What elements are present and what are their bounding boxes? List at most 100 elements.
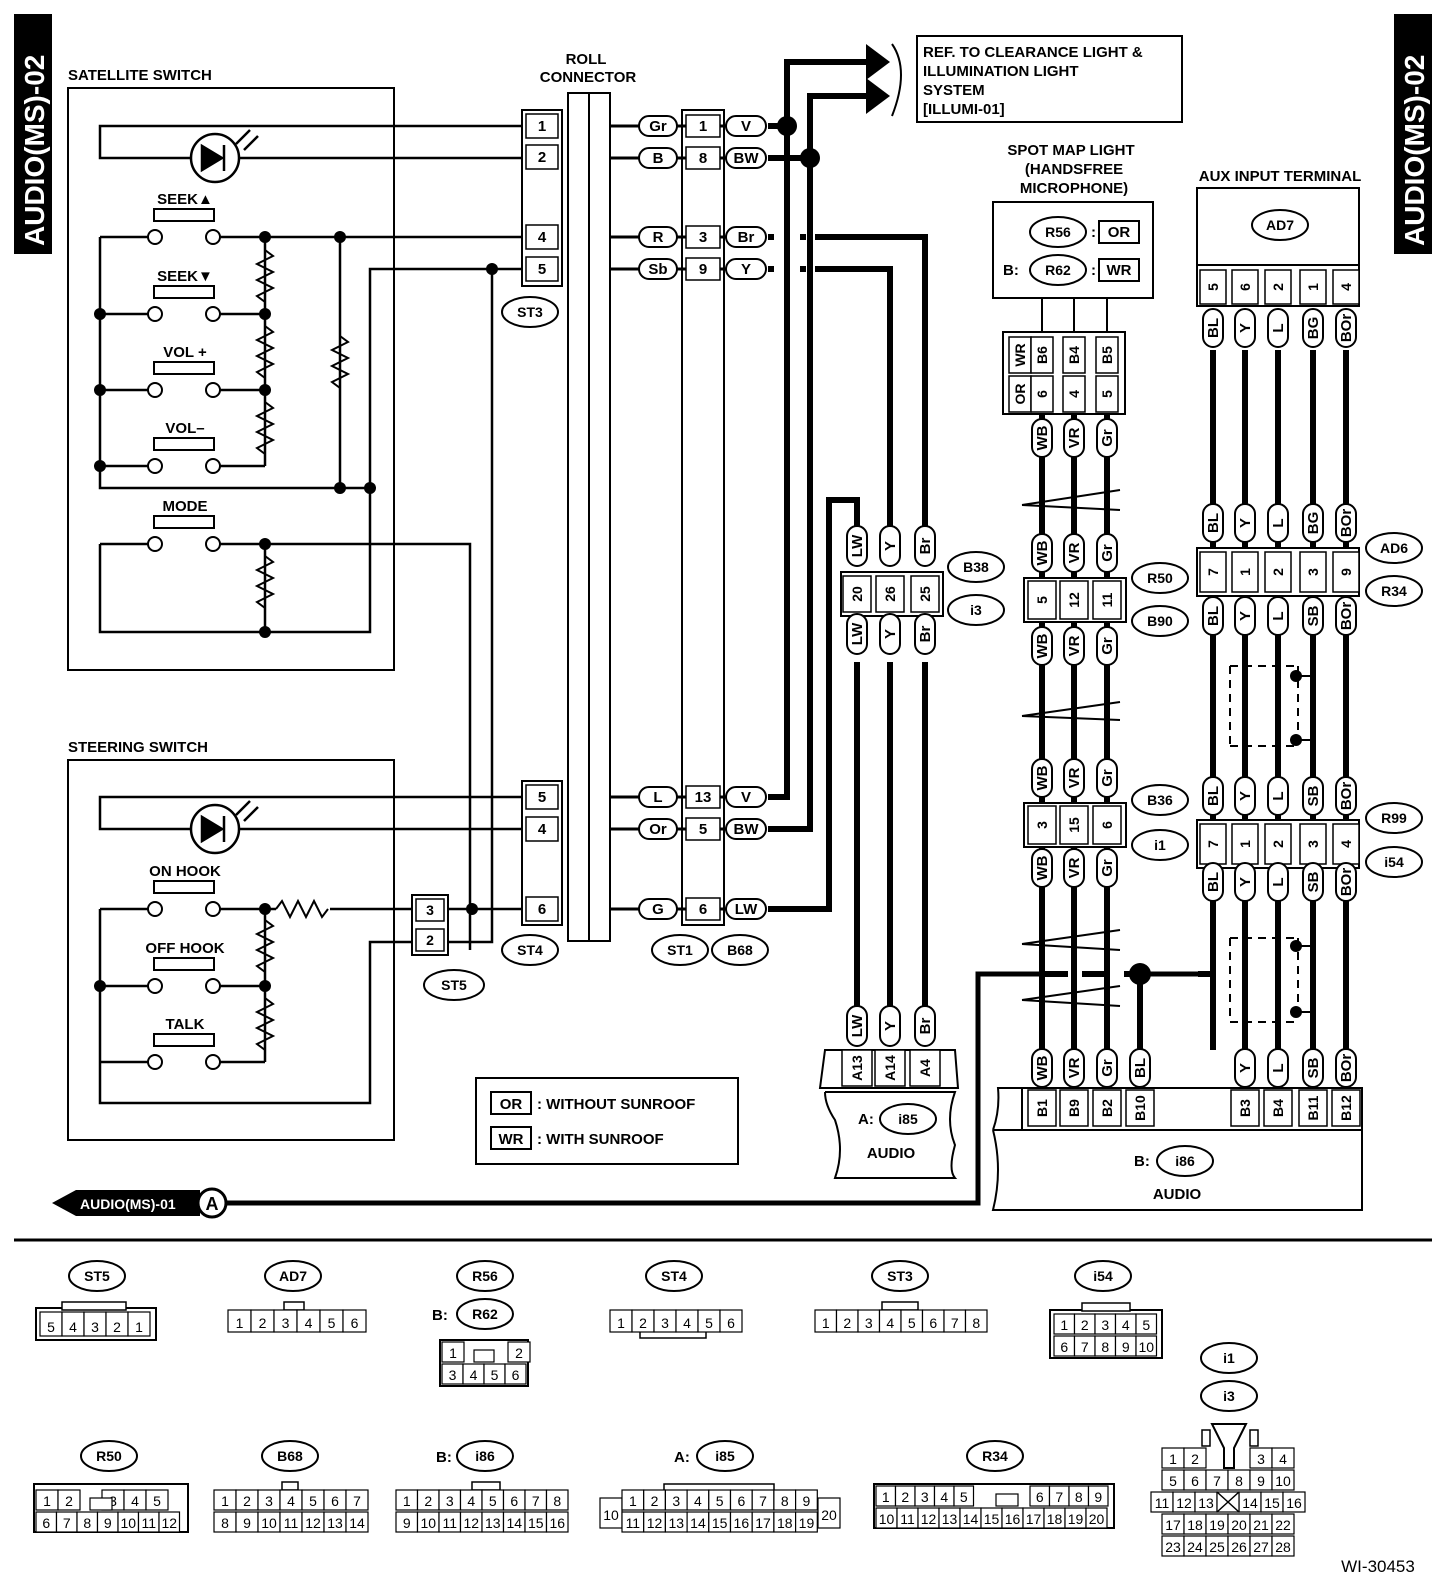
svg-text:BOr: BOr [1338, 1054, 1355, 1083]
face-pin: 8 [1094, 1335, 1117, 1357]
face-pin: 2 [631, 1309, 655, 1333]
svg-text:A:: A: [858, 1111, 874, 1128]
aux-wire-label: BOr [1335, 308, 1357, 348]
steering-switch-box [67, 759, 395, 1141]
svg-text:9: 9 [1257, 1473, 1265, 1489]
spot-map-light-pin: 6 [1030, 375, 1054, 413]
face-pin: 15 [524, 1511, 548, 1533]
face-pin: 13 [938, 1507, 961, 1529]
face-pin: 4 [462, 1363, 485, 1385]
svg-text:2: 2 [639, 1315, 647, 1331]
spot-map-light-pin: B5 [1095, 336, 1119, 374]
face-r50-label: R50 [80, 1440, 138, 1472]
roll-connector-title: ROLL [566, 51, 607, 68]
svg-text:2: 2 [113, 1319, 121, 1335]
svg-text:3: 3 [865, 1315, 873, 1331]
mic-wire-label: Gr [1096, 758, 1118, 798]
svg-text:SYSTEM: SYSTEM [923, 82, 985, 99]
face-pin: 8 [773, 1489, 797, 1511]
svg-text:12: 12 [305, 1515, 321, 1531]
st3-connector: 1 2 4 5 ST3 [501, 109, 563, 328]
svg-text:2: 2 [1081, 1317, 1089, 1333]
svg-text:ST3: ST3 [887, 1268, 913, 1284]
st1-pin: 3 [685, 225, 721, 249]
svg-text:OR: OR [1012, 384, 1028, 405]
svg-text:ST3: ST3 [517, 304, 543, 320]
face-pin: 25 [1205, 1535, 1229, 1557]
svg-text:5: 5 [699, 821, 707, 838]
svg-text:12: 12 [161, 1515, 177, 1531]
svg-text:5: 5 [309, 1493, 317, 1509]
svg-text:8: 8 [1101, 1339, 1109, 1355]
svg-text:A: A [206, 1194, 219, 1214]
svg-text:13: 13 [485, 1515, 501, 1531]
b36-pin: 6 [1092, 805, 1122, 845]
svg-text:4: 4 [470, 1367, 478, 1383]
mic-wire-label: VR [1063, 533, 1085, 573]
r50-pin: 5 [1027, 580, 1057, 620]
face-pin: 18 [773, 1511, 797, 1533]
svg-text:LW: LW [849, 622, 866, 645]
face-pin: 4 [933, 1485, 955, 1507]
wire-label-right: LW [725, 898, 767, 920]
face-pin: 4 [1271, 1447, 1295, 1469]
svg-text:3: 3 [921, 1489, 929, 1505]
spot-map-light-pin: B6 [1030, 336, 1054, 374]
svg-text:26: 26 [1231, 1539, 1247, 1555]
svg-text:10: 10 [603, 1507, 619, 1523]
svg-text:BL: BL [1205, 606, 1222, 626]
face-i86-label: i86 [456, 1440, 514, 1472]
svg-text:Y: Y [1237, 877, 1254, 887]
face-pin: 18 [1043, 1507, 1066, 1529]
svg-text:11: 11 [284, 1515, 299, 1531]
svg-text:Br: Br [738, 229, 755, 246]
st1-pin: 5 [685, 817, 721, 841]
svg-text:6: 6 [42, 1515, 50, 1531]
svg-text:1: 1 [449, 1345, 457, 1361]
svg-text:i85: i85 [715, 1448, 735, 1464]
svg-text:5: 5 [47, 1319, 55, 1335]
face-pin: 11 [438, 1511, 462, 1533]
b38-wire-label: Y [879, 613, 901, 655]
svg-text:L: L [1270, 611, 1287, 620]
svg-text:6: 6 [1191, 1473, 1199, 1489]
face-pin: 6 [719, 1309, 743, 1333]
aux-wire-label: SB [1302, 776, 1324, 816]
svg-text:8: 8 [1075, 1489, 1083, 1505]
face-pin: 5 [1135, 1313, 1158, 1335]
wire-label-right: Br [725, 226, 767, 248]
face-pin: 3 [438, 1489, 462, 1511]
face-pin: 5 [301, 1489, 325, 1511]
svg-text:9: 9 [243, 1515, 251, 1531]
aux-input-pin: 2 [1264, 269, 1292, 305]
svg-text:2: 2 [65, 1493, 73, 1509]
svg-text:10: 10 [261, 1515, 277, 1531]
svg-text:LW: LW [735, 901, 758, 918]
face-st3-label: ST3 [871, 1260, 929, 1292]
svg-text:Br: Br [917, 626, 934, 643]
svg-text:: WITH SUNROOF: : WITH SUNROOF [537, 1131, 664, 1148]
aux-wire-label: BL [1202, 308, 1224, 348]
audio-b-pin: B12 [1331, 1089, 1361, 1127]
svg-text:L: L [1270, 877, 1287, 886]
svg-text:2: 2 [424, 1493, 432, 1509]
svg-text:A13: A13 [849, 1055, 865, 1081]
svg-text:22: 22 [1275, 1517, 1291, 1533]
svg-text:Y: Y [1237, 1063, 1254, 1073]
svg-text:1: 1 [1169, 1451, 1177, 1467]
svg-text:SB: SB [1305, 871, 1322, 892]
svg-text:B38: B38 [963, 559, 989, 575]
st1-pin: 1 [685, 114, 721, 138]
r99-pin: 3 [1299, 823, 1327, 865]
svg-text:2: 2 [243, 1493, 251, 1509]
svg-text:BOr: BOr [1338, 602, 1355, 631]
svg-text:3: 3 [282, 1315, 290, 1331]
svg-text:4: 4 [287, 1493, 295, 1509]
svg-text:2: 2 [1270, 840, 1286, 848]
face-pin: 5 [900, 1309, 924, 1333]
svg-text:5: 5 [960, 1489, 968, 1505]
svg-text:CONNECTOR: CONNECTOR [540, 69, 637, 86]
legend-box: OR : WITHOUT SUNROOF WR : WITH SUNROOF [475, 1077, 739, 1165]
face-pin: 6 [35, 1511, 58, 1533]
svg-text:AUDIO(MS)-01: AUDIO(MS)-01 [80, 1196, 176, 1212]
